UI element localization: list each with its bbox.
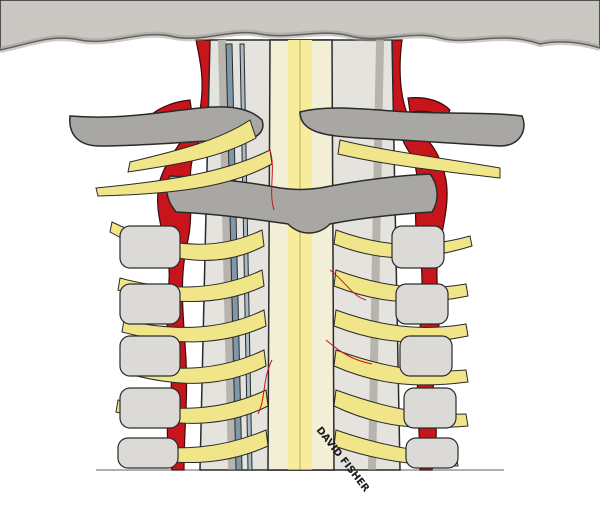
upper-bones — [69, 106, 525, 147]
spinal-cord — [267, 39, 335, 471]
vertebral-segments-right — [391, 225, 459, 469]
vertebral-segments-left — [117, 225, 181, 469]
central-vertebra — [165, 173, 438, 234]
capillaries — [257, 149, 373, 415]
